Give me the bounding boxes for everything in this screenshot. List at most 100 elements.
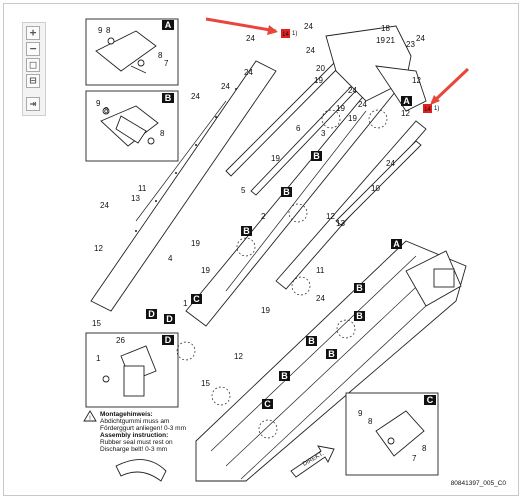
svg-text:13: 13	[131, 194, 140, 203]
svg-text:Abdichtgummi muss am: Abdichtgummi muss am	[100, 418, 169, 425]
svg-text:12: 12	[401, 109, 410, 118]
part-number: 26	[116, 336, 125, 345]
svg-text:1): 1)	[292, 31, 297, 37]
svg-text:A: A	[403, 96, 410, 106]
svg-text:B: B	[283, 187, 290, 197]
side-rail-left	[90, 60, 277, 312]
svg-text:19: 19	[336, 104, 345, 113]
part-number-labels: 24 24 24 24 24 24 24 24 24 24 24 19 19 1…	[92, 22, 425, 388]
svg-text:24: 24	[246, 34, 255, 43]
svg-text:18: 18	[381, 24, 390, 33]
svg-text:Assembly instruction:: Assembly instruction:	[100, 432, 168, 439]
part-number: 9	[96, 99, 101, 108]
svg-text:B: B	[243, 226, 250, 236]
svg-text:24: 24	[358, 100, 367, 109]
part-number: 8	[160, 129, 165, 138]
svg-text:B: B	[313, 151, 320, 161]
svg-text:11: 11	[316, 266, 325, 275]
detail-label-c: C	[427, 395, 434, 405]
svg-text:B: B	[356, 311, 363, 321]
direction-arrow: DIREKT.	[290, 445, 335, 478]
zoom-out-button[interactable]: −	[26, 42, 40, 56]
svg-text:3: 3	[321, 129, 326, 138]
svg-text:14: 14	[424, 107, 431, 113]
svg-text:B: B	[328, 349, 335, 359]
svg-text:24: 24	[348, 86, 357, 95]
document-id: 80841397_005_C0	[451, 480, 507, 487]
viewer-toolbar: + − □ ⊟ ⇥	[22, 22, 46, 116]
svg-text:C: C	[264, 399, 271, 409]
svg-text:12: 12	[234, 352, 243, 361]
svg-text:24: 24	[221, 82, 230, 91]
svg-text:12: 12	[326, 212, 335, 221]
svg-text:19: 19	[376, 36, 385, 45]
svg-text:19: 19	[348, 114, 357, 123]
part-number: 7	[164, 59, 169, 68]
svg-text:13: 13	[336, 219, 345, 228]
part-number: 8	[368, 417, 373, 426]
detail-label-b: B	[165, 93, 172, 103]
svg-text:15: 15	[201, 379, 210, 388]
svg-text:Discharge belt! 0-3 mm: Discharge belt! 0-3 mm	[100, 446, 167, 453]
svg-text:24: 24	[244, 68, 253, 77]
part-number: 7	[412, 454, 417, 463]
part-number: 8	[104, 106, 109, 115]
svg-text:A: A	[393, 239, 400, 249]
part-number: 8	[106, 26, 111, 35]
svg-text:15: 15	[92, 319, 101, 328]
svg-text:11: 11	[138, 184, 147, 193]
svg-text:20: 20	[316, 64, 325, 73]
part-number: 1	[96, 354, 101, 363]
svg-text:24: 24	[191, 92, 200, 101]
svg-text:D: D	[166, 314, 173, 324]
highlight-part-14: 14 1) 14 1)	[281, 29, 439, 113]
svg-text:6: 6	[296, 124, 301, 133]
svg-text:23: 23	[406, 40, 415, 49]
svg-text:14: 14	[282, 32, 289, 38]
svg-text:5: 5	[241, 186, 246, 195]
part-number: 9	[358, 409, 363, 418]
detail-label-d: D	[165, 335, 172, 345]
svg-text:10: 10	[371, 184, 380, 193]
svg-text:4: 4	[168, 254, 173, 263]
svg-text:24: 24	[100, 201, 109, 210]
svg-text:Rubber seal must rest on: Rubber seal must rest on	[100, 439, 173, 446]
part-number: 8	[158, 51, 163, 60]
svg-text:24: 24	[306, 46, 315, 55]
detail-callouts: B B B A A C D D B B B B C B	[146, 96, 412, 409]
svg-text:B: B	[281, 371, 288, 381]
svg-text:C: C	[193, 294, 200, 304]
fit-page-button[interactable]: □	[26, 58, 40, 72]
svg-text:19: 19	[261, 306, 270, 315]
svg-text:!: !	[89, 416, 91, 422]
detail-label-a-box	[162, 20, 174, 30]
detail-label-b-box	[162, 93, 174, 103]
svg-text:24: 24	[304, 22, 313, 31]
part-number: 8	[422, 444, 427, 453]
svg-text:1: 1	[183, 299, 188, 308]
svg-text:1): 1)	[434, 106, 439, 112]
svg-text:21: 21	[386, 36, 395, 45]
svg-text:19: 19	[191, 239, 200, 248]
export-button[interactable]: ⇥	[26, 97, 40, 111]
assembly-note: ! Montagehinweis: Abdichtgummi muss am F…	[83, 410, 186, 482]
red-arrows	[205, 17, 470, 105]
svg-text:12: 12	[94, 244, 103, 253]
svg-text:19: 19	[314, 76, 323, 85]
zoom-in-button[interactable]: +	[26, 26, 40, 40]
svg-text:Förderggurt anliegen! 0-3 mm: Förderggurt anliegen! 0-3 mm	[100, 425, 186, 432]
svg-text:D: D	[148, 309, 155, 319]
document-viewer: + − □ ⊟ ⇥ A 9 8 8 7 B 9 8 8 D 26 1	[3, 3, 519, 496]
detail-label-a: A	[165, 20, 172, 30]
svg-text:24: 24	[416, 34, 425, 43]
svg-text:12: 12	[412, 76, 421, 85]
svg-text:B: B	[356, 283, 363, 293]
svg-text:19: 19	[271, 154, 280, 163]
svg-text:24: 24	[316, 294, 325, 303]
svg-text:Montagehinweis:: Montagehinweis:	[100, 411, 153, 418]
svg-text:B: B	[308, 336, 315, 346]
fit-width-button[interactable]: ⊟	[26, 74, 40, 88]
part-number: 9	[98, 26, 103, 35]
exploded-parts-drawing: A 9 8 8 7 B 9 8 8 D 26 1 ! Montagehinwei…	[83, 17, 507, 487]
svg-text:2: 2	[261, 212, 266, 221]
